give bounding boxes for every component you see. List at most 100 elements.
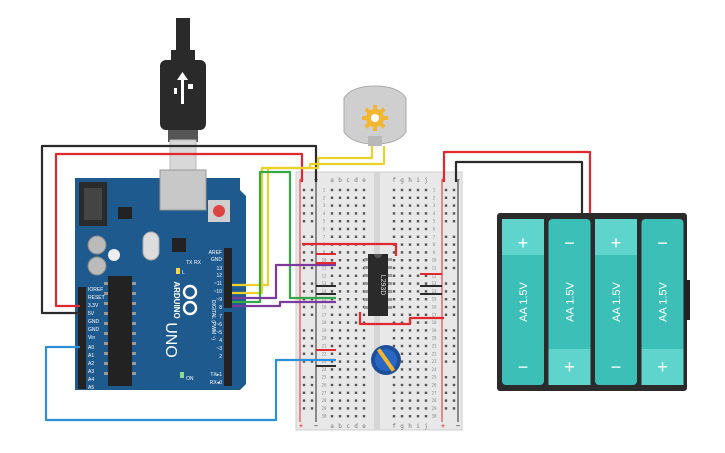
breadboard-hole[interactable] [392, 204, 396, 207]
breadboard-hole[interactable] [400, 196, 404, 199]
rail-hole[interactable] [444, 305, 448, 309]
breadboard-hole[interactable] [346, 298, 350, 301]
breadboard-hole[interactable] [346, 329, 350, 332]
breadboard-hole[interactable] [362, 188, 366, 192]
breadboard-hole[interactable] [338, 313, 342, 316]
breadboard-hole[interactable] [330, 298, 334, 301]
digital-header-low[interactable] [224, 312, 232, 386]
breadboard-hole[interactable] [424, 235, 428, 238]
breadboard-hole[interactable] [424, 383, 428, 387]
breadboard-hole[interactable] [424, 243, 428, 246]
breadboard-hole[interactable] [392, 196, 396, 199]
breadboard-hole[interactable] [354, 383, 358, 387]
rail-hole[interactable] [444, 360, 448, 363]
breadboard-hole[interactable] [416, 337, 420, 340]
breadboard-hole[interactable] [424, 313, 428, 316]
breadboard-hole[interactable] [400, 290, 404, 293]
breadboard-hole[interactable] [362, 415, 366, 418]
breadboard-hole[interactable] [362, 204, 366, 207]
breadboard-hole[interactable] [400, 251, 404, 254]
breadboard-hole[interactable] [408, 313, 412, 316]
rail-hole[interactable] [444, 212, 448, 215]
rail-hole[interactable] [444, 204, 448, 207]
breadboard-hole[interactable] [354, 196, 358, 199]
breadboard-hole[interactable] [330, 391, 334, 394]
breadboard-hole[interactable] [330, 235, 334, 238]
rail-hole[interactable] [302, 212, 306, 215]
breadboard-hole[interactable] [330, 415, 334, 418]
rail-hole[interactable] [310, 298, 314, 301]
rail-hole[interactable] [310, 313, 314, 316]
breadboard-hole[interactable] [354, 305, 358, 309]
breadboard-hole[interactable] [424, 305, 428, 309]
breadboard-hole[interactable] [346, 391, 350, 394]
rail-hole[interactable] [452, 290, 456, 293]
rail-hole[interactable] [444, 235, 448, 238]
breadboard-hole[interactable] [362, 383, 366, 387]
breadboard-hole[interactable] [424, 204, 428, 207]
breadboard-hole[interactable] [330, 196, 334, 199]
breadboard-hole[interactable] [338, 204, 342, 207]
breadboard-hole[interactable] [400, 383, 404, 387]
rail-hole[interactable] [444, 391, 448, 394]
breadboard-hole[interactable] [400, 259, 404, 262]
wire-purple-b[interactable] [232, 300, 336, 308]
breadboard-hole[interactable] [400, 360, 404, 363]
breadboard-hole[interactable] [346, 407, 350, 410]
breadboard-hole[interactable] [408, 337, 412, 340]
breadboard-hole[interactable] [330, 337, 334, 340]
breadboard-hole[interactable] [408, 235, 412, 238]
rail-hole[interactable] [452, 282, 456, 285]
breadboard-hole[interactable] [362, 329, 366, 332]
breadboard-hole[interactable] [424, 337, 428, 340]
breadboard-hole[interactable] [392, 266, 396, 270]
rail-hole[interactable] [310, 376, 314, 379]
breadboard-hole[interactable] [338, 329, 342, 332]
rail-hole[interactable] [310, 383, 314, 387]
rail-hole[interactable] [444, 399, 448, 402]
breadboard-hole[interactable] [400, 415, 404, 418]
breadboard-hole[interactable] [424, 344, 428, 348]
breadboard-hole[interactable] [354, 212, 358, 215]
breadboard-hole[interactable] [362, 391, 366, 394]
breadboard-hole[interactable] [392, 407, 396, 410]
breadboard-hole[interactable] [392, 376, 396, 379]
breadboard-hole[interactable] [346, 368, 350, 371]
breadboard-hole[interactable] [416, 259, 420, 262]
breadboard-hole[interactable] [400, 282, 404, 285]
rail-hole[interactable] [452, 235, 456, 238]
breadboard-hole[interactable] [338, 305, 342, 309]
rail-hole[interactable] [302, 305, 306, 309]
rail-hole[interactable] [302, 391, 306, 394]
rail-hole[interactable] [444, 282, 448, 285]
breadboard-hole[interactable] [338, 227, 342, 231]
breadboard-hole[interactable] [354, 204, 358, 207]
breadboard-hole[interactable] [346, 290, 350, 293]
breadboard-hole[interactable] [424, 415, 428, 418]
breadboard-hole[interactable] [346, 344, 350, 348]
breadboard-hole[interactable] [400, 243, 404, 246]
breadboard-hole[interactable] [416, 321, 420, 324]
breadboard-hole[interactable] [338, 212, 342, 215]
breadboard-hole[interactable] [346, 337, 350, 340]
breadboard-hole[interactable] [338, 368, 342, 371]
arduino-uno-board[interactable]: IOREF RESET 3.3V 5V GND GND Vin A0 A1 A2… [70, 169, 246, 391]
breadboard-hole[interactable] [338, 196, 342, 199]
breadboard-hole[interactable] [424, 360, 428, 363]
breadboard-hole[interactable] [408, 204, 412, 207]
battery-cell[interactable]: −+AA 1.5V [641, 219, 684, 385]
rail-hole[interactable] [302, 399, 306, 402]
rail-hole[interactable] [302, 204, 306, 207]
breadboard-hole[interactable] [338, 290, 342, 293]
breadboard-hole[interactable] [392, 235, 396, 238]
breadboard-hole[interactable] [346, 188, 350, 192]
breadboard-hole[interactable] [416, 313, 420, 316]
rail-hole[interactable] [444, 188, 448, 192]
breadboard-holes[interactable] [302, 188, 456, 418]
rail-hole[interactable] [310, 344, 314, 348]
wire-red-jumper[interactable] [302, 242, 398, 256]
battery-pack[interactable]: +−AA 1.5V−+AA 1.5V+−AA 1.5V−+AA 1.5V [497, 213, 690, 391]
potentiometer[interactable] [371, 345, 401, 375]
breadboard-hole[interactable] [330, 360, 334, 363]
wire-red-jumper-2[interactable] [358, 312, 444, 326]
